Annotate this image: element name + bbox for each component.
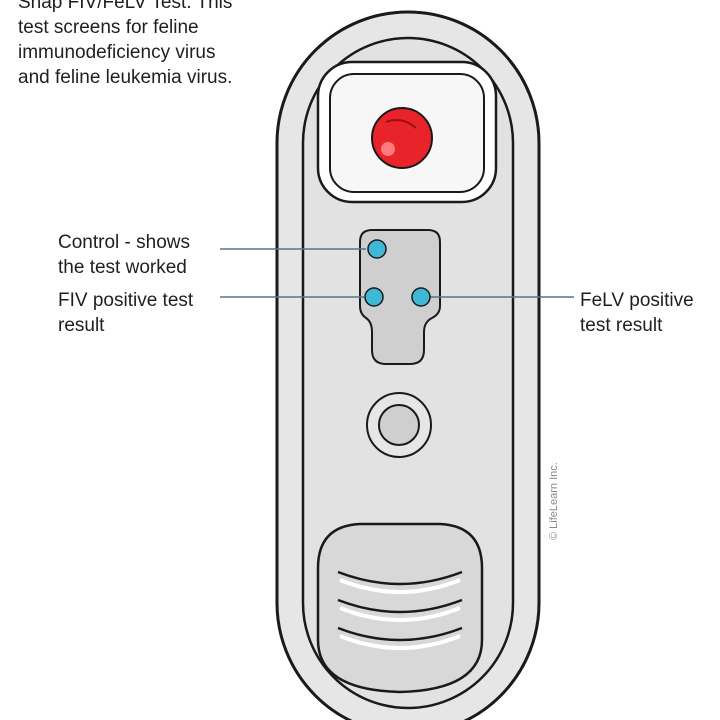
- fiv-callout-label: FIV positive test result: [58, 290, 194, 336]
- sample-well-shine: [385, 119, 417, 129]
- grip-ridge-highlight: [339, 606, 461, 622]
- grip-ridge: [337, 598, 463, 614]
- grip-ridge: [337, 626, 463, 642]
- grip-ridge-highlight: [339, 578, 461, 594]
- control-spot: [367, 239, 387, 259]
- control-callout-label: Control - shows the test worked: [58, 232, 190, 278]
- result-window: [359, 229, 441, 365]
- grip-ridge-highlight: [339, 634, 461, 650]
- sample-well-highlight: [381, 142, 395, 156]
- copyright-credit: © LifeLearn Inc.: [548, 462, 560, 540]
- grip-ridge: [337, 570, 463, 586]
- activator-button: [378, 404, 420, 446]
- felv-callout-label: FeLV positive test result: [580, 290, 694, 336]
- felv-spot: [411, 287, 431, 307]
- sample-well-dot: [371, 107, 433, 169]
- fiv-spot: [364, 287, 384, 307]
- diagram-caption: Snap FIV/FeLV Test. This test screens fo…: [18, 0, 233, 88]
- grip-area: [316, 522, 484, 694]
